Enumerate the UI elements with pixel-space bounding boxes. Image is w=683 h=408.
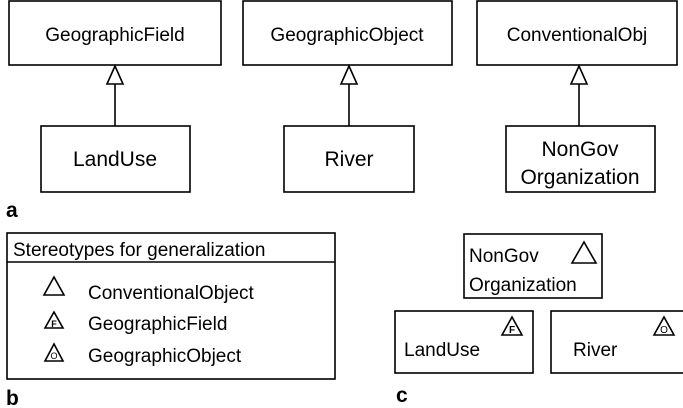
class-nongov-organization-stereotyped <box>463 233 603 299</box>
panel-a: GeographicField GeographicObject Convent… <box>6 0 678 222</box>
class-land-use-label: LandUse <box>73 148 157 171</box>
class-nongov-label-line1: NonGov <box>541 138 619 161</box>
class-river-label: River <box>324 148 373 171</box>
triangle-f-icon: F <box>43 310 65 329</box>
generalization-arrow-nongov <box>569 64 589 126</box>
triangle-f-icon: F <box>500 315 524 336</box>
legend-item-conventional-object: ConventionalObject <box>88 283 255 304</box>
class-land-use <box>40 125 191 193</box>
plain-triangle-icon <box>42 275 66 296</box>
stereotype-legend-title: Stereotypes for generalization <box>13 240 265 261</box>
generalization-arrow-river <box>339 64 359 126</box>
generalization-arrow-landuse <box>105 64 125 126</box>
svg-text:F: F <box>51 319 57 329</box>
class-geographic-field-label: GeographicField <box>45 25 184 46</box>
panel-b-label: b <box>6 387 19 408</box>
nongov-label-line2: Organization <box>469 275 577 296</box>
legend-item-geographic-object: GeographicObject <box>88 346 242 367</box>
class-geographic-field <box>8 0 222 66</box>
panel-c: NonGov Organization LandUse F River O c <box>394 233 683 407</box>
svg-text:O: O <box>50 351 57 361</box>
river-label: River <box>573 340 618 361</box>
stereotype-legend-box <box>6 232 336 380</box>
class-nongov-label-line2: Organization <box>520 166 639 189</box>
panel-a-label: a <box>6 199 18 222</box>
land-use-label: LandUse <box>404 340 480 361</box>
legend-item-geographic-field: GeographicField <box>88 314 227 335</box>
nongov-label-line1: NonGov <box>469 246 539 267</box>
class-geographic-object-label: GeographicObject <box>270 25 424 46</box>
svg-text:F: F <box>509 325 515 336</box>
class-geographic-object <box>242 0 453 66</box>
class-river <box>283 125 415 193</box>
class-nongov-organization <box>505 125 656 193</box>
class-conventional-obj <box>476 0 678 66</box>
triangle-o-icon: O <box>652 315 676 336</box>
triangle-o-icon: O <box>43 342 65 362</box>
plain-triangle-icon <box>570 240 598 264</box>
class-conventional-obj-label: ConventionalObj <box>507 25 647 46</box>
svg-text:O: O <box>660 325 668 336</box>
panel-b: Stereotypes for generalization Conventio… <box>6 232 336 408</box>
panel-c-label: c <box>396 384 408 407</box>
